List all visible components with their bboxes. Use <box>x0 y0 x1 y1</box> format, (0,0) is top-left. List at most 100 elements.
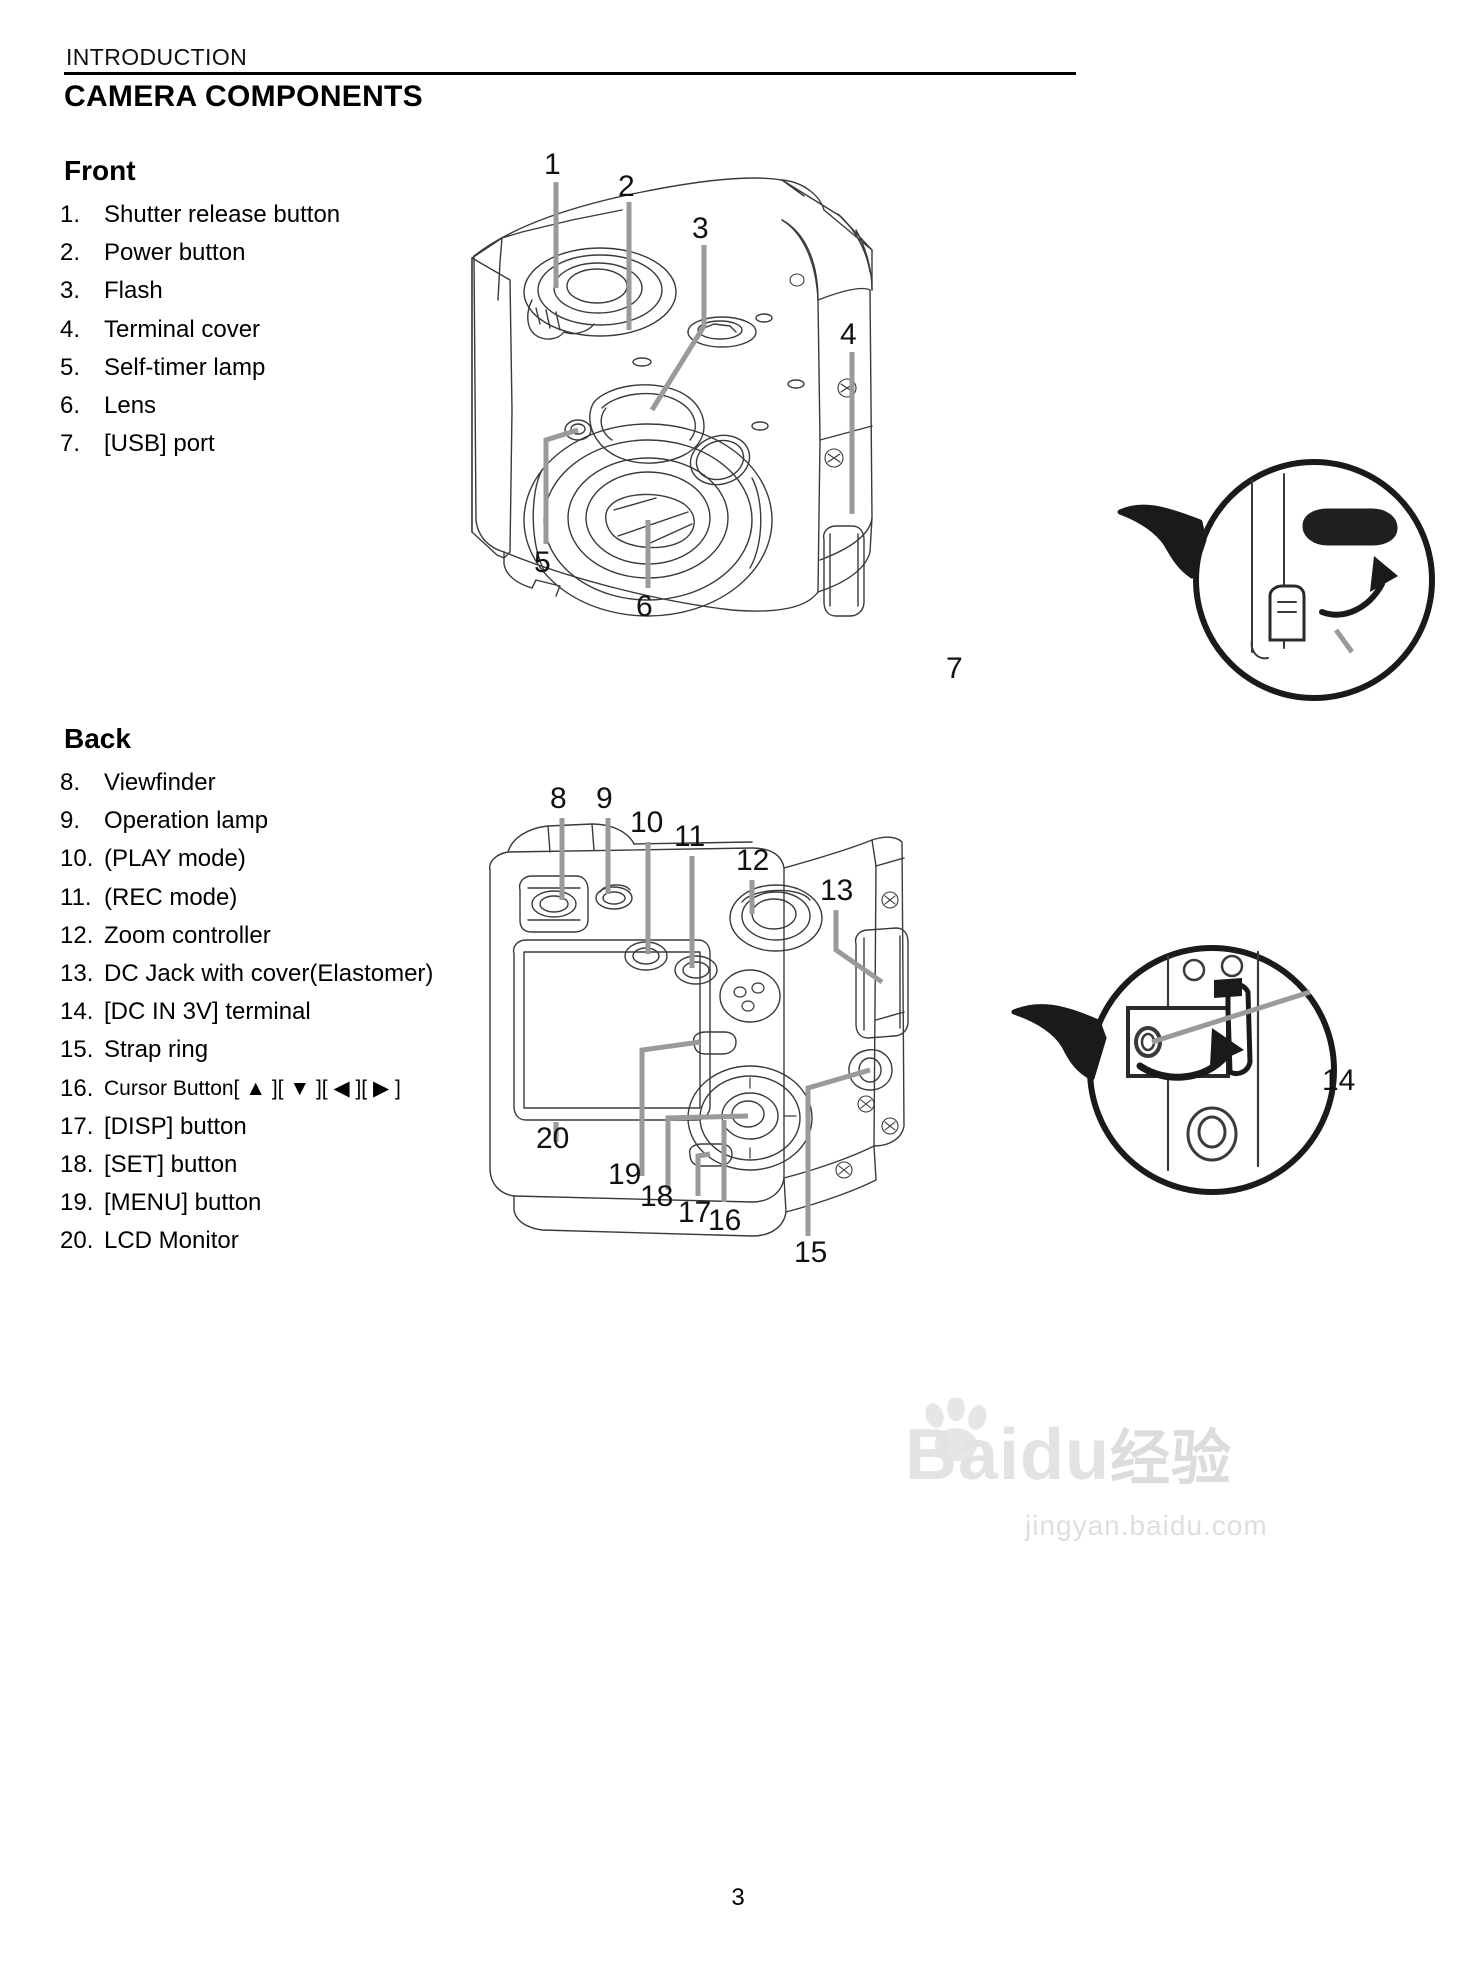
list-item: 15. Strap ring <box>60 1031 490 1069</box>
leader-3 <box>649 245 707 412</box>
breadcrumb: INTRODUCTION <box>66 44 248 70</box>
list-item-number: 8. <box>60 769 81 796</box>
list-item-label: Power button <box>104 239 246 267</box>
list-item-number: 2. <box>60 239 81 267</box>
callout-16: 16 <box>708 1204 742 1237</box>
list-item-label: Shutter release button <box>104 201 341 228</box>
watermark-brand-du: du <box>1020 1415 1111 1495</box>
leader-5 <box>543 427 579 544</box>
list-item-number: 14. <box>60 998 94 1026</box>
back-component-list: 8. Viewfinder 9. Operation lamp 10. (PLA… <box>60 764 490 1261</box>
list-item-label: Zoom controller <box>104 921 271 949</box>
front-camera-illustration: 1 2 3 4 5 6 7 <box>452 140 1462 710</box>
list-item-label: Cursor Button[ ▲ ][ ▼ ][ ◀ ][ ▶ ] <box>104 1076 401 1100</box>
list-item: 1. Shutter release button <box>60 196 490 234</box>
list-item-label: [USB] port <box>104 430 215 458</box>
baidu-watermark: Baidu经验 jingyan.baidu.com <box>905 1392 1425 1582</box>
callout-14: 14 <box>1322 1064 1356 1097</box>
list-item: 5. Self-timer lamp <box>60 349 490 387</box>
leader-19 <box>639 1039 701 1176</box>
front-heading: Front <box>64 155 136 186</box>
paw-icon <box>925 1398 987 1462</box>
callout-11: 11 <box>674 820 706 853</box>
leader-15 <box>805 1067 871 1236</box>
callout-7: 7 <box>946 652 963 685</box>
list-item-number: 11. <box>60 883 92 911</box>
back-camera-illustration: 8 9 10 11 12 13 14 15 16 17 18 19 20 <box>452 770 1462 1300</box>
callout-18: 18 <box>640 1180 674 1213</box>
list-item: 18. [SET] button <box>60 1146 490 1184</box>
back-heading: Back <box>64 723 131 754</box>
callout-2: 2 <box>618 170 635 203</box>
list-item-number: 15. <box>60 1036 94 1064</box>
list-item-label: Self-timer lamp <box>104 353 266 381</box>
list-item-number: 1. <box>60 201 81 228</box>
list-item-label: Strap ring <box>104 1036 209 1064</box>
callout-17: 17 <box>678 1196 712 1229</box>
watermark-brand-bai: Bai <box>905 1415 1021 1495</box>
list-item-number: 7. <box>60 430 81 458</box>
list-item: 20. LCD Monitor <box>60 1222 490 1260</box>
leader-14 <box>1151 989 1311 1045</box>
list-item-number: 10. <box>60 845 94 873</box>
callout-5: 5 <box>534 546 551 579</box>
list-item-number: 4. <box>60 315 81 343</box>
page-title: CAMERA COMPONENTS <box>64 80 423 113</box>
list-item-label: Viewfinder <box>104 769 216 796</box>
page-number: 3 <box>731 1884 745 1911</box>
callout-10: 10 <box>630 806 664 839</box>
list-item-label: LCD Monitor <box>104 1227 239 1255</box>
list-item: 4. Terminal cover <box>60 311 490 349</box>
header-divider <box>64 72 1076 75</box>
watermark-url: jingyan.baidu.com <box>1025 1510 1268 1541</box>
list-item: 11. (REC mode) <box>60 879 490 917</box>
callout-15: 15 <box>794 1236 828 1269</box>
leader-7 <box>1333 628 1355 654</box>
callout-9: 9 <box>596 782 613 815</box>
list-item: 2. Power button <box>60 234 490 272</box>
list-item-label: [MENU] button <box>104 1189 262 1217</box>
list-item-label: (REC mode) <box>104 883 238 911</box>
callout-3: 3 <box>692 212 709 245</box>
list-item-number: 6. <box>60 392 81 420</box>
list-item: 13. DC Jack with cover(Elastomer) <box>60 955 490 993</box>
leader-17 <box>695 1151 711 1196</box>
list-item: 17. [DISP] button <box>60 1108 490 1146</box>
list-item-label: [DC IN 3V] terminal <box>104 998 311 1026</box>
list-item-number: 16. <box>60 1074 94 1102</box>
list-item-label: (PLAY mode) <box>104 845 246 873</box>
list-item-number: 5. <box>60 353 81 381</box>
list-item: 8. Viewfinder <box>60 764 490 802</box>
list-item-cursor-button: 16. Cursor Button[ ▲ ][ ▼ ][ ◀ ][ ▶ ] <box>60 1070 490 1108</box>
callout-19: 19 <box>608 1158 642 1191</box>
list-item-label: DC Jack with cover(Elastomer) <box>104 960 434 988</box>
list-item-number: 13. <box>60 960 94 988</box>
list-item-number: 20. <box>60 1227 94 1255</box>
list-item-label: [DISP] button <box>104 1112 247 1140</box>
list-item-number: 3. <box>60 277 81 305</box>
list-item-label: Terminal cover <box>104 315 261 343</box>
watermark-brand: Baidu经验 <box>905 1410 1232 1497</box>
list-item-label: [SET] button <box>104 1151 238 1179</box>
callout-6: 6 <box>636 590 653 623</box>
leader-13 <box>833 910 884 985</box>
list-item: 19. [MENU] button <box>60 1184 490 1222</box>
callout-8: 8 <box>550 782 567 815</box>
list-item: 10. (PLAY mode) <box>60 840 490 878</box>
list-item-label: Flash <box>104 277 163 305</box>
list-item: 6. Lens <box>60 387 490 425</box>
list-item: 3. Flash <box>60 272 490 310</box>
callout-12: 12 <box>736 844 770 877</box>
callout-4: 4 <box>840 318 857 351</box>
list-item-number: 18. <box>60 1151 94 1179</box>
list-item-number: 12. <box>60 921 94 949</box>
list-item-number: 17. <box>60 1112 94 1140</box>
list-item-number: 9. <box>60 807 81 835</box>
list-item: 9. Operation lamp <box>60 802 490 840</box>
leader-18 <box>665 1113 749 1190</box>
list-item: 12. Zoom controller <box>60 917 490 955</box>
callout-20: 20 <box>536 1122 570 1155</box>
list-item: 14. [DC IN 3V] terminal <box>60 993 490 1031</box>
list-item-number: 19. <box>60 1189 94 1217</box>
